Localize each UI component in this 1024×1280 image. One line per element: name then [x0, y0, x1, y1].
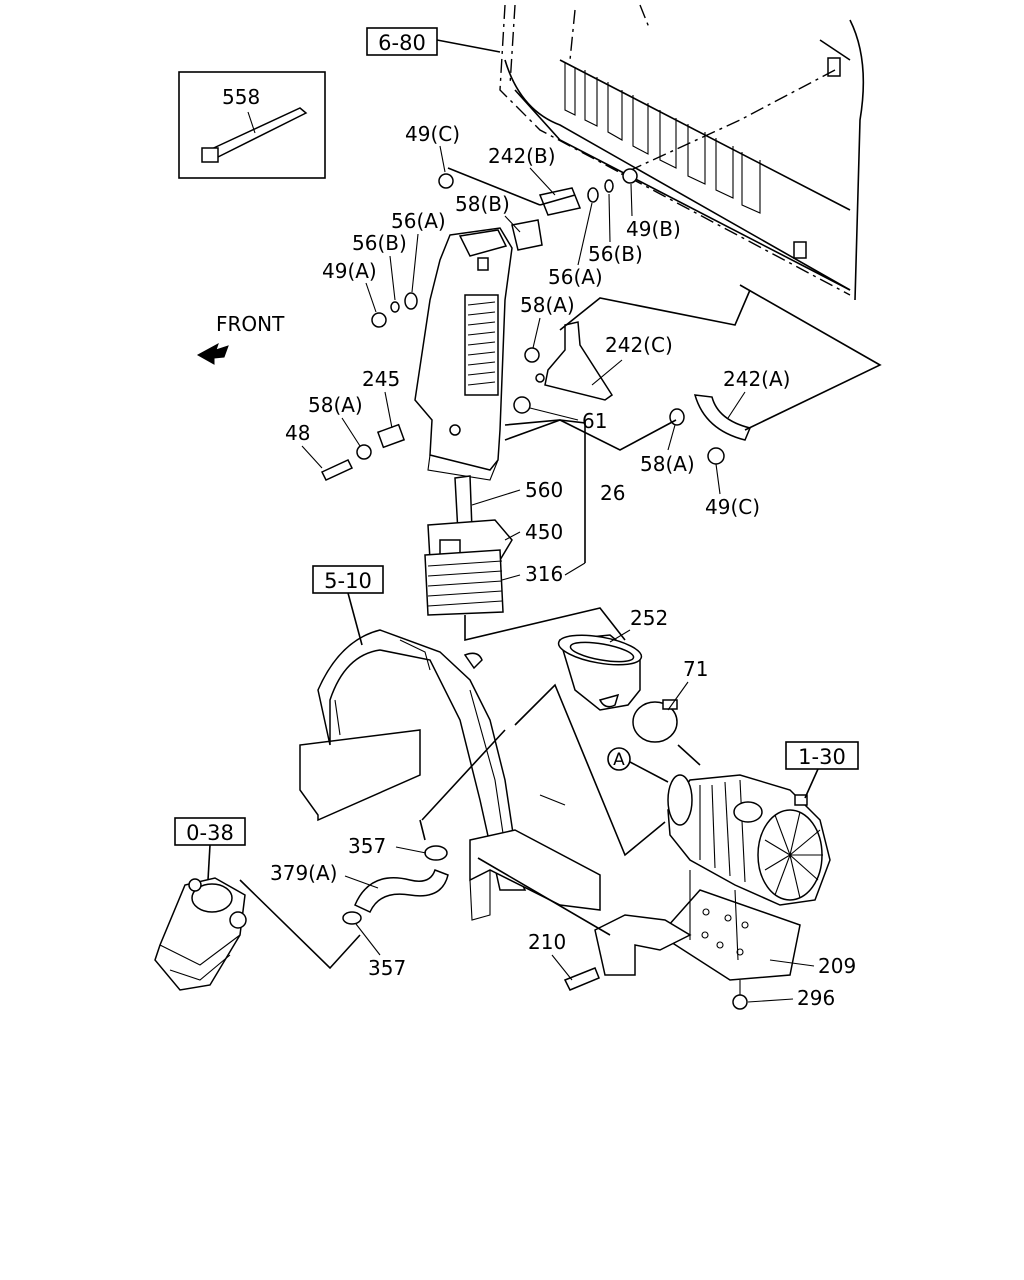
label-242a: 242(A) [723, 367, 790, 391]
ref-1-30-label: 1-30 [798, 745, 846, 769]
ref-5-10-label: 5-10 [324, 569, 372, 593]
label-58a-right: 58(A) [640, 452, 695, 476]
label-71: 71 [683, 657, 708, 681]
leader-frame [514, 683, 666, 857]
label-26: 26 [600, 481, 625, 505]
label-209: 209 [818, 954, 856, 978]
label-560: 560 [525, 478, 563, 502]
label-49a: 49(A) [322, 259, 377, 283]
label-242c: 242(C) [605, 333, 673, 357]
mount-bracket-209 [563, 870, 801, 1010]
front-label: FRONT [216, 312, 285, 336]
callout-circle [607, 747, 631, 771]
component-0-38 [154, 877, 247, 991]
filter-stack [424, 475, 626, 642]
label-558: 558 [222, 85, 260, 109]
leader-26 [559, 419, 586, 563]
frame-rail [299, 629, 601, 921]
label-61: 61 [582, 409, 607, 433]
label-242b: 242(B) [488, 144, 556, 168]
label-252: 252 [630, 606, 668, 630]
leader-callout [629, 761, 669, 783]
ref-box-1-30: 1-30 [785, 741, 859, 799]
ref-0-38-label: 0-38 [186, 821, 234, 845]
bracket-242a [693, 394, 752, 441]
label-316: 316 [525, 562, 563, 586]
leader-hose [419, 729, 506, 841]
label-58a-mid: 58(A) [520, 293, 575, 317]
cab-back-panel [499, 4, 865, 301]
label-450: 450 [525, 520, 563, 544]
ref-6-80-label: 6-80 [378, 31, 426, 55]
ref-box-5-10: 5-10 [312, 565, 384, 646]
leader-209 [477, 857, 611, 936]
leader-clamp [677, 744, 701, 766]
label-56b-right: 56(B) [588, 242, 643, 266]
intake-piece-252 [557, 634, 643, 711]
label-245: 245 [362, 367, 400, 391]
intake-duct [414, 227, 513, 481]
label-49c-right: 49(C) [705, 495, 760, 519]
label-379a: 379(A) [270, 861, 337, 885]
fasteners [320, 168, 725, 481]
inset-box-558 [178, 71, 326, 179]
label-48: 48 [285, 421, 310, 445]
leader-lines-upper [447, 167, 882, 451]
label-56a-right: 56(A) [548, 265, 603, 289]
label-296: 296 [797, 986, 835, 1010]
part-labels: 558 49(C) 242(B) 58(B) 56(A) 56(B) 49(A)… [222, 85, 856, 1010]
leader-hose-bottom [239, 879, 361, 970]
ref-box-0-38: 0-38 [174, 817, 246, 881]
label-49c-top: 49(C) [405, 122, 460, 146]
label-58a-left: 58(A) [308, 393, 363, 417]
label-58b: 58(B) [455, 192, 510, 216]
air-cleaner [667, 774, 831, 906]
bracket-242c [535, 321, 614, 401]
label-210: 210 [528, 930, 566, 954]
label-56a-left: 56(A) [391, 209, 446, 233]
front-arrow-icon [196, 342, 229, 365]
label-56b-left: 56(B) [352, 231, 407, 255]
clamp-71 [632, 699, 678, 743]
bracket-242b [511, 187, 582, 251]
ref-box-6-80: 6-80 [366, 27, 501, 56]
label-357-top: 357 [348, 834, 386, 858]
callout-symbol: A [613, 750, 625, 770]
label-49b: 49(B) [626, 217, 681, 241]
label-357-bottom: 357 [368, 956, 406, 980]
